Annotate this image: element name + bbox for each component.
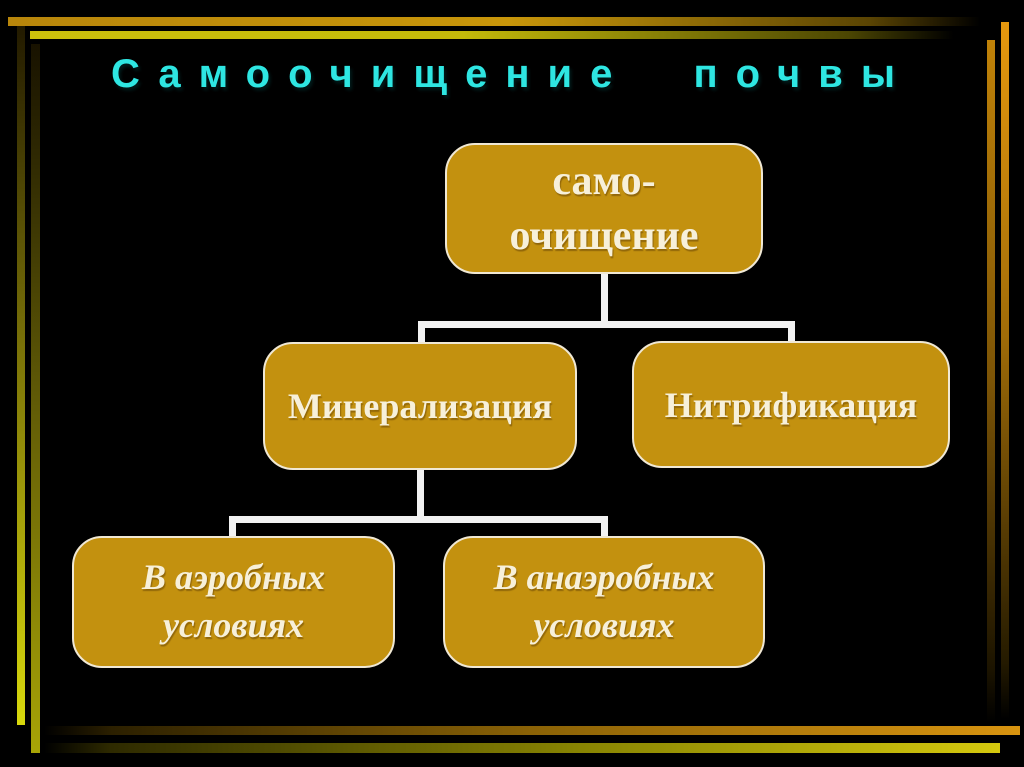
connector-drop-mineralization	[418, 321, 425, 347]
connector-drop-nitrification	[788, 321, 795, 347]
node-anaerobic-conditions: В анаэробных условиях	[443, 536, 765, 668]
node-aerobic-conditions: В аэробных условиях	[72, 536, 395, 668]
connector-drop-aerobic	[229, 516, 236, 542]
connector-mineralization-crossbar	[229, 516, 608, 523]
connector-mineralization-stem	[417, 470, 424, 522]
node-label-line: условиях	[533, 605, 675, 645]
connector-drop-anaerobic	[601, 516, 608, 542]
frame-top-outer-line	[8, 17, 1010, 26]
node-label-line: В анаэробных	[493, 557, 715, 598]
node-self-purification: само- очищение	[445, 143, 763, 274]
node-mineralization: Минерализация	[263, 342, 577, 470]
slide-title: Самоочищение почвы	[110, 52, 914, 96]
node-label-line: само-	[552, 157, 656, 204]
connector-root-stem	[601, 274, 608, 326]
frame-left-inner-line	[31, 44, 40, 753]
node-label-line: В аэробных	[142, 557, 325, 598]
frame-right-outer-line	[1001, 22, 1009, 719]
frame-bottom-inner-line	[44, 743, 1000, 753]
frame-bottom-outer-line	[44, 726, 1020, 735]
connector-root-crossbar	[418, 321, 795, 328]
frame-left-outer-line	[17, 26, 25, 725]
frame-right-inner-line	[987, 40, 995, 723]
node-nitrification: Нитрификация	[632, 341, 950, 468]
frame-top-inner-line	[30, 31, 992, 39]
node-label-line: Нитрификация	[664, 384, 918, 425]
node-label-line: условиях	[162, 605, 305, 645]
node-label-line: Минерализация	[287, 386, 553, 426]
node-label-line: очищение	[509, 212, 699, 259]
